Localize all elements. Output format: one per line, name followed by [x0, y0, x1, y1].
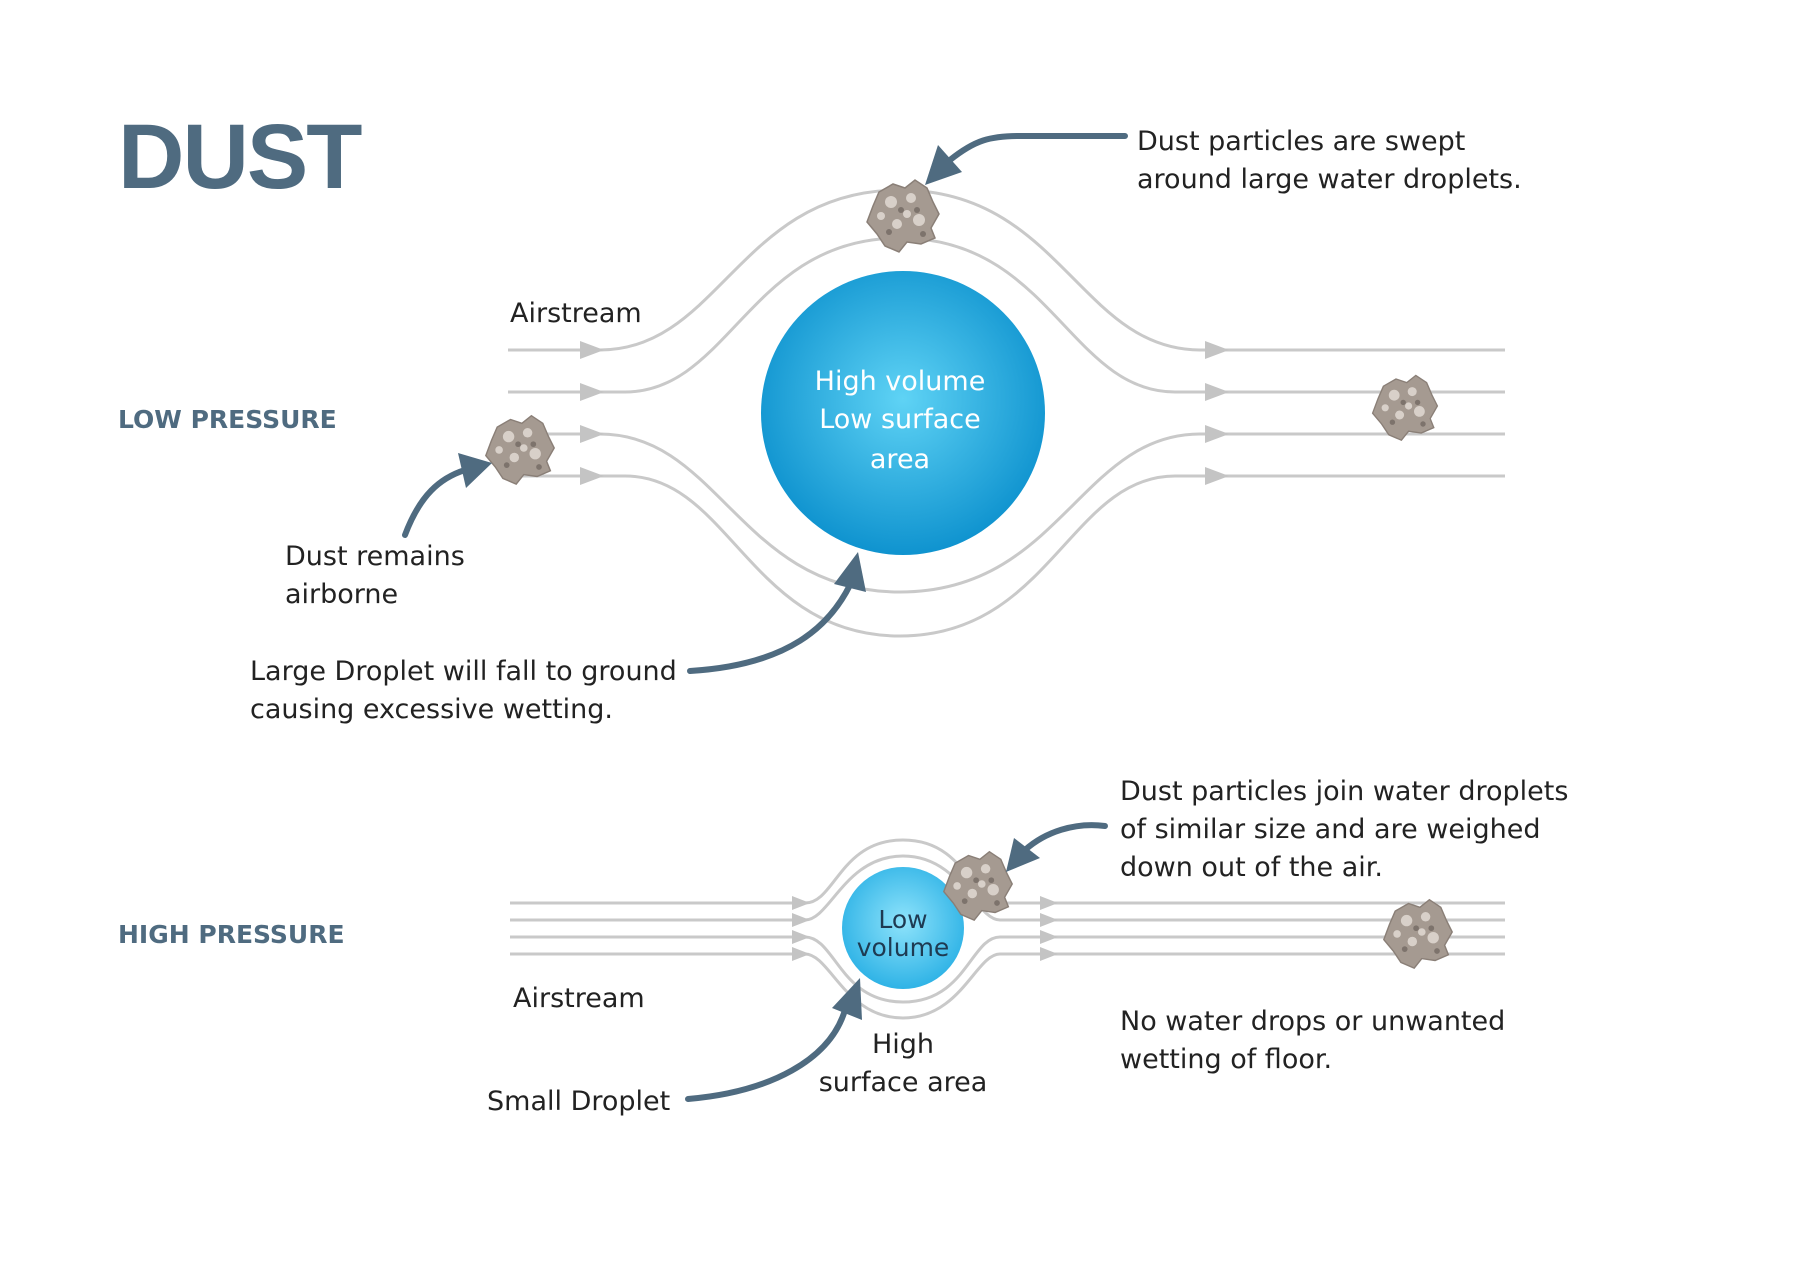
low-pressure-section: LOW PRESSURE Airstream High volume Low s…	[118, 126, 1522, 725]
flow-arrow-icon	[580, 425, 604, 443]
surface-area-text-1: High	[872, 1029, 934, 1060]
callout-join-1: Dust particles join water droplets	[1120, 776, 1568, 807]
large-droplet-text-3: area	[870, 444, 930, 475]
flow-arrow-icon	[1205, 425, 1229, 443]
low-pressure-airstream	[508, 188, 1505, 638]
low-airstream-label: Airstream	[510, 298, 642, 329]
arrowhead-icon	[834, 552, 866, 592]
pointer-arrow	[687, 582, 853, 674]
arrowhead-icon	[458, 453, 492, 488]
pointer-arrow	[402, 467, 468, 538]
airstream-line	[804, 952, 1001, 1020]
flow-arrow-icon	[1040, 913, 1058, 927]
callout-swept-2: around large water droplets.	[1137, 164, 1522, 195]
dust-particle-icon	[1371, 374, 1439, 441]
callout-join-3: down out of the air.	[1120, 852, 1383, 883]
callout-airborne-1: Dust remains	[285, 541, 465, 572]
airstream-line	[508, 432, 1505, 594]
callout-airborne-2: airborne	[285, 579, 398, 610]
small-droplet-text-1: Low	[878, 905, 927, 934]
pointer-arrow	[947, 133, 1128, 163]
high-pressure-section: HIGH PRESSURE	[118, 776, 1568, 1117]
callout-swept-1: Dust particles are swept	[1137, 126, 1465, 157]
flow-arrow-icon	[1040, 930, 1058, 944]
dust-particle-icon	[1383, 898, 1453, 969]
callout-large-droplet-1: Large Droplet will fall to ground	[250, 656, 677, 687]
arrowhead-icon	[925, 145, 962, 185]
pointer-arrow	[685, 1007, 848, 1102]
large-water-droplet	[761, 271, 1045, 555]
large-droplet-text-2: Low surface	[819, 404, 981, 435]
diagram-title: DUST	[118, 106, 362, 208]
dust-particle-icon	[485, 414, 555, 485]
pointer-arrow	[1022, 822, 1108, 853]
airstream-line	[804, 935, 1001, 1004]
high-pressure-heading: HIGH PRESSURE	[118, 920, 345, 949]
callout-no-drops-1: No water drops or unwanted	[1120, 1006, 1505, 1037]
low-pressure-heading: LOW PRESSURE	[118, 405, 337, 434]
flow-arrow-icon	[792, 930, 810, 944]
flow-arrow-icon	[1205, 383, 1229, 401]
flow-arrow-icon	[1040, 947, 1058, 961]
callout-large-droplet-2: causing excessive wetting.	[250, 694, 613, 725]
small-droplet-text-2: volume	[857, 933, 950, 962]
surface-area-text-2: surface area	[819, 1067, 988, 1098]
callout-join-2: of similar size and are weighed	[1120, 814, 1540, 845]
airstream-line	[508, 474, 1505, 638]
arrowhead-icon	[832, 978, 862, 1020]
flow-arrow-icon	[1205, 341, 1229, 359]
small-water-droplet	[842, 867, 964, 989]
flow-arrow-icon	[1040, 896, 1058, 910]
callout-small-droplet: Small Droplet	[487, 1086, 670, 1117]
flow-arrow-icon	[580, 383, 604, 401]
callout-no-drops-2: wetting of floor.	[1120, 1044, 1332, 1075]
high-airstream-label: Airstream	[513, 983, 645, 1014]
flow-arrow-icon	[792, 896, 810, 910]
flow-arrow-icon	[792, 947, 810, 961]
flow-arrow-icon	[580, 467, 604, 485]
arrowhead-icon	[1006, 838, 1040, 872]
flow-arrow-icon	[580, 341, 604, 359]
large-droplet-text-1: High volume	[815, 366, 986, 397]
flow-arrow-icon	[792, 913, 810, 927]
flow-arrow-icon	[1205, 467, 1229, 485]
